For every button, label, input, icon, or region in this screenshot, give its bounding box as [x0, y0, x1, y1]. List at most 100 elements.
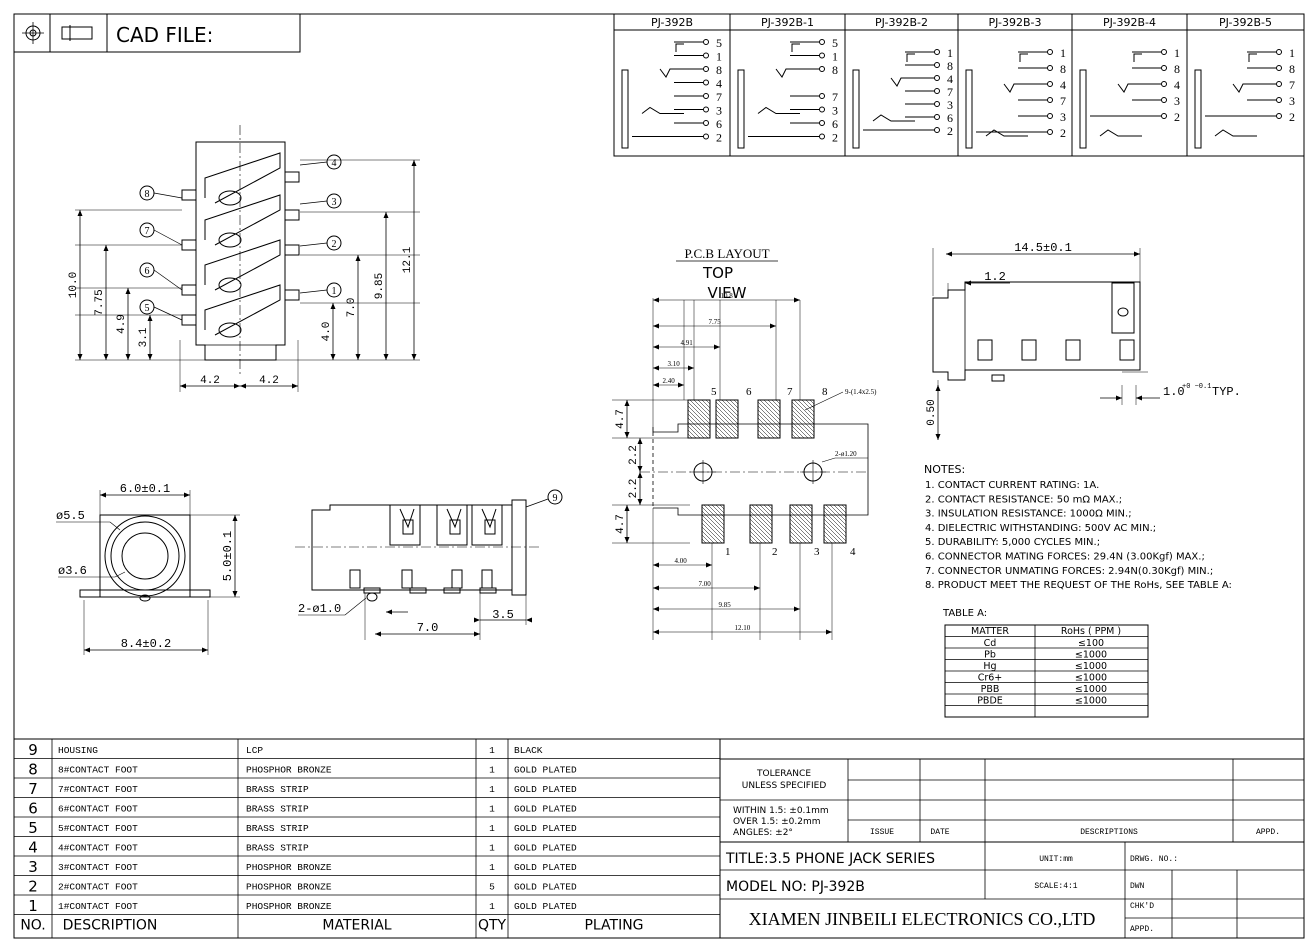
pcb-dim-2-2-top-arrow — [637, 466, 643, 472]
arrowhead — [826, 629, 832, 635]
pad-top-7-hatch — [757, 405, 781, 429]
pin-terminal — [703, 93, 709, 99]
pad-top-7-hatch — [757, 421, 775, 439]
pad-bottom-1-hatch — [701, 538, 707, 544]
pad-bottom-3-hatch — [789, 510, 813, 534]
contact-window — [218, 190, 242, 206]
pin-terminal — [703, 52, 709, 59]
pin-number: 7 — [1060, 94, 1066, 108]
pad-bottom-3-hatch — [789, 534, 799, 544]
pin-terminal — [819, 52, 825, 59]
pad-bottom-1-hatch — [701, 522, 723, 544]
pad-bottom-2-hatch — [749, 534, 759, 544]
bom-material: BRASS STRIP — [246, 784, 309, 795]
appd-signoff-label: APPD. — [1130, 925, 1154, 934]
pad-bottom-3-hatch — [803, 504, 813, 514]
pad-bottom-1-hatch — [719, 504, 725, 510]
arrowhead — [653, 323, 659, 329]
contact-spring — [1019, 53, 1028, 62]
pin-terminal — [819, 66, 825, 72]
pin-terminal — [1047, 81, 1053, 87]
dim-offset: 3.5 — [492, 608, 514, 622]
pin-number: 4 — [1174, 78, 1180, 92]
bom-plating: GOLD PLATED — [514, 843, 577, 854]
pad-bottom-4 — [823, 504, 847, 544]
arrowhead — [386, 609, 392, 615]
side-terminal — [481, 569, 493, 589]
contact-spring — [1117, 83, 1142, 93]
top-terminal — [1065, 339, 1081, 361]
variant-header: PJ-392B-1 — [761, 16, 814, 29]
pad-bottom-3-hatch — [789, 522, 811, 544]
pcb-dim-4-7-bottom-arrow — [624, 505, 630, 511]
dim-7-0-arrow — [355, 255, 361, 261]
pad-top-5-hatch — [701, 399, 711, 409]
bom-material: BRASS STRIP — [246, 804, 309, 815]
pin-terminal — [819, 120, 825, 126]
bom-material: LCP — [246, 745, 263, 756]
side-contact-spring — [446, 508, 462, 529]
rohs-matter: PBDE — [977, 696, 1003, 707]
pcb-dim-2-2-top-arrow — [637, 438, 643, 444]
pin-number: 2 — [1289, 110, 1295, 124]
pad-top-8-hatch — [809, 399, 815, 405]
pad-top-6-hatch — [715, 425, 729, 439]
dim-3-1-label: 3.1 — [138, 327, 150, 347]
pcb-pin-label: 4 — [850, 546, 856, 558]
pad-bottom-2-hatch — [749, 506, 773, 530]
chkd-label: CHK'D — [1130, 902, 1154, 911]
pad-bottom-4-hatch — [833, 504, 847, 518]
arrowhead — [526, 617, 532, 623]
jack-body — [965, 69, 973, 149]
pin-terminal — [703, 120, 709, 126]
pad-bottom-3-hatch — [795, 504, 813, 522]
pcb-pin-label: 8 — [822, 386, 828, 398]
pin-terminal — [934, 75, 940, 81]
left-terminal-tab — [181, 284, 197, 296]
pad-top-5-hatch — [687, 409, 711, 433]
pad-bottom-3-hatch — [791, 504, 813, 526]
pin-number: 1 — [1289, 46, 1295, 60]
leader — [114, 571, 126, 578]
side-foot — [479, 587, 497, 594]
bom-description: 2#CONTACT FOOT — [58, 882, 138, 893]
rohs-matter: Pb — [984, 650, 996, 661]
dim-end-width-arrow — [184, 492, 190, 498]
pin-terminal — [1276, 113, 1282, 119]
pad-top-8-hatch — [793, 399, 815, 421]
dim-4-2-right-arrow — [240, 383, 246, 389]
bom-description: 3#CONTACT FOOT — [58, 862, 138, 873]
callout-1-label: 1 — [332, 286, 337, 297]
pad-top-5-hatch — [689, 399, 711, 421]
pad-bottom-2-hatch — [749, 518, 773, 542]
dim-7-75-arrow — [103, 354, 109, 360]
bom-description: HOUSING — [58, 745, 98, 756]
pcb-pin-label: 1 — [725, 546, 731, 558]
pin-terminal — [934, 49, 940, 55]
end-housing — [99, 514, 191, 598]
leader — [804, 391, 844, 411]
pad-top-6-hatch — [725, 399, 739, 413]
dim-10-0-arrow — [77, 210, 83, 216]
contact-spring — [1248, 53, 1257, 62]
callout-2-label: 2 — [332, 239, 337, 250]
pcb-top-dim: 2.40 — [663, 377, 676, 385]
pad-bottom-1-hatch — [701, 526, 719, 544]
arrowhead — [653, 562, 659, 568]
arrowhead — [714, 344, 720, 350]
pad-top-6-hatch — [715, 421, 733, 439]
locating-peg — [139, 594, 151, 602]
note-item: 5. DURABILITY: 5,000 CYCLES MIN.; — [925, 537, 1100, 548]
pad-bottom-4-hatch — [823, 526, 841, 544]
note-item: 8. PRODUCT MEET THE REQUEST OF THE RoHs,… — [925, 580, 1232, 591]
dim-4-0-arrow — [330, 303, 336, 309]
pcb-top-dim: 7.75 — [709, 318, 722, 326]
dim-length-arrow — [946, 251, 952, 257]
arrowhead — [794, 297, 800, 303]
pad-top-8-hatch — [797, 399, 815, 417]
